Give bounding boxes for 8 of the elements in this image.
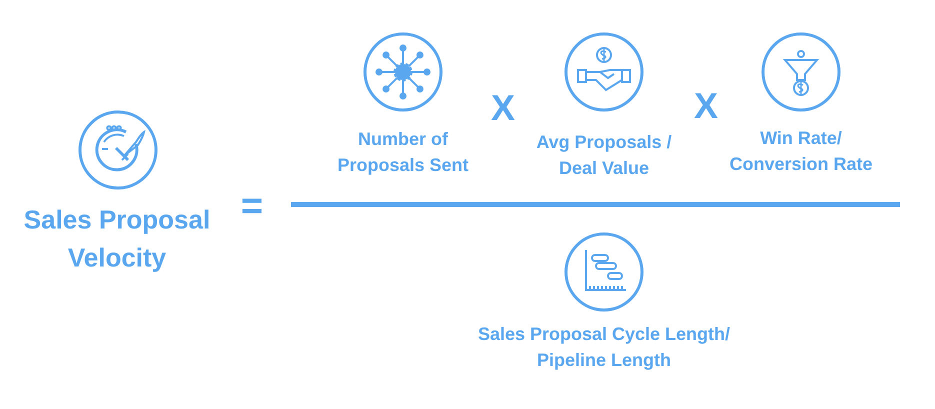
equals-sign: = xyxy=(240,184,264,230)
multiply-sign: X xyxy=(692,84,719,128)
formula-term: Sales Proposal Velocity xyxy=(22,203,212,274)
formula-term: Sales Proposal Cycle Length/ Pipeline Length xyxy=(476,322,732,372)
formula-term: Number of Proposals Sent xyxy=(336,128,470,177)
formula-term: Avg Proposals / Deal Value xyxy=(535,130,673,180)
formula-term: Win Rate/ Conversion Rate xyxy=(728,126,874,176)
multiply-sign: X xyxy=(490,86,516,130)
